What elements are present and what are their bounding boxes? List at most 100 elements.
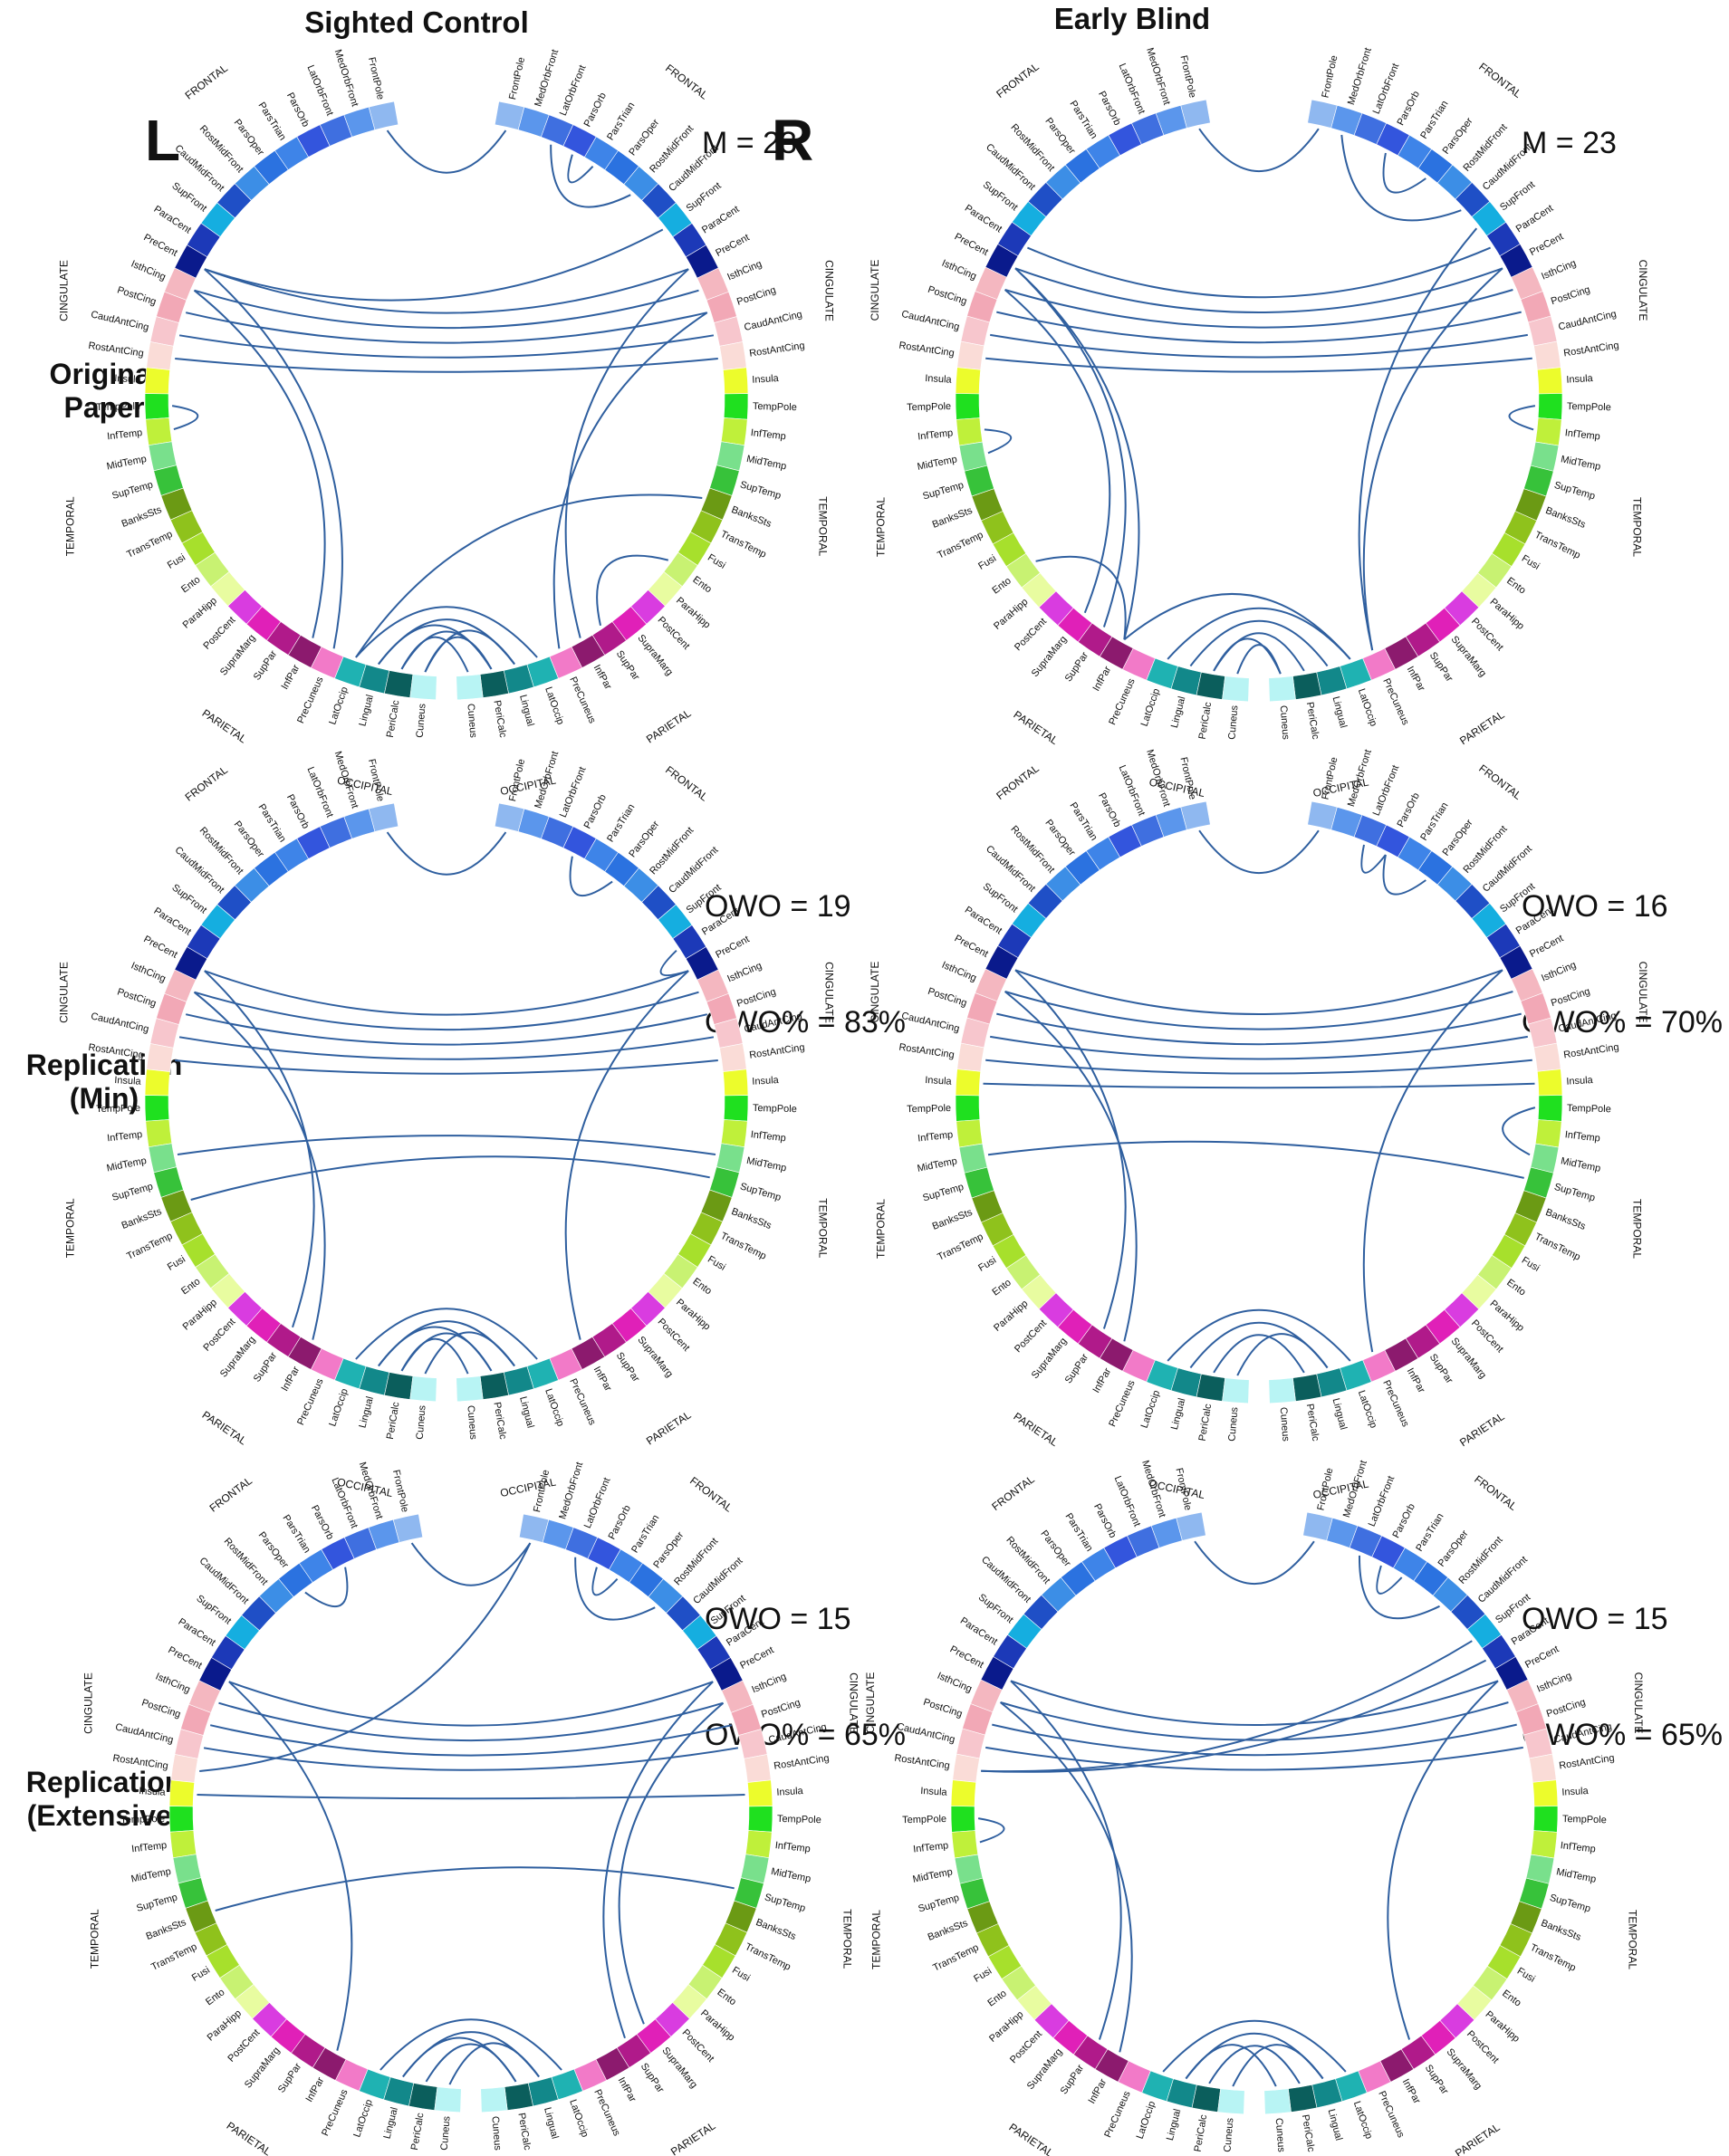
region-label: PreCuneus	[591, 2088, 622, 2139]
region-label: IsthCing	[130, 960, 168, 984]
region-label: Lingual	[1165, 2108, 1183, 2142]
region-label: MidTemp	[1560, 1155, 1601, 1174]
lobe-label-parietal: PARIETAL	[200, 1408, 250, 1447]
lobe-label-parietal: PARIETAL	[1457, 708, 1507, 747]
connection-edge	[1123, 592, 1351, 660]
ring-segment-ento	[219, 1964, 255, 2000]
ring-segment-fusi	[992, 1234, 1027, 1270]
region-label: PostCing	[116, 986, 158, 1009]
connection-edge	[402, 2036, 517, 2083]
region-label: SupraMarg	[1025, 2046, 1065, 2092]
region-label: InfPar	[1091, 1366, 1114, 1395]
region-label: PeriCalc	[1197, 1403, 1215, 1442]
region-label: MedOrbFront	[533, 48, 561, 108]
region-label: Lingual	[517, 1395, 535, 1429]
ring-segment-temppole	[723, 1095, 749, 1122]
ring-segment-rostmidfront	[1045, 866, 1081, 902]
region-label: CaudAntCing	[900, 1011, 960, 1035]
connection-edge	[171, 405, 199, 431]
connection-edge	[355, 1308, 538, 1360]
connection-edge	[185, 1013, 708, 1046]
region-label: Cuneus	[415, 703, 428, 738]
ring-segment-temppole	[144, 1095, 170, 1122]
region-label: Fusi	[166, 1254, 187, 1273]
ring-segment-caudantcing	[174, 1729, 204, 1759]
region-label: Ento	[204, 1987, 226, 2007]
region-label: PreCuneus	[567, 1377, 598, 1428]
ring-segment-infpar	[1099, 1337, 1134, 1372]
region-label: Fusi	[1520, 553, 1542, 572]
connection-edge	[1167, 607, 1351, 660]
region-label: SupFront	[685, 882, 724, 915]
ring-segment-temppole	[950, 1806, 976, 1833]
region-label: Cuneus	[1222, 2117, 1235, 2152]
connection-edge	[199, 1542, 532, 1772]
ring-segment-midtemp	[148, 441, 178, 472]
region-label: TransTemp	[1528, 1942, 1577, 1974]
region-label: SupTemp	[1549, 1892, 1592, 1915]
ring-segment-bankssts	[185, 1900, 217, 1933]
ring-segment-insula	[1532, 1779, 1559, 1807]
ring-segment-latoccip	[359, 2068, 391, 2101]
ring-segment-transtemp	[169, 510, 204, 544]
ring-segment-parstrian	[274, 136, 310, 171]
ring-segment-pericalc	[1292, 672, 1322, 700]
region-label: ParsOrb	[1096, 791, 1122, 829]
connection-edge	[178, 1036, 715, 1060]
region-label: PeriCalc	[491, 1402, 508, 1441]
ring-segment-caudantcing	[149, 1018, 179, 1049]
region-label: CaudAntCing	[114, 1721, 174, 1746]
ring-segment-pericalc	[1196, 1374, 1225, 1402]
connection-edge	[981, 1659, 1487, 1773]
connection-edge	[175, 358, 718, 373]
region-label: ParsOrb	[1395, 791, 1421, 829]
ring-segment-postcent	[227, 589, 263, 625]
region-label: BanksSts	[931, 505, 975, 531]
connection-edge	[1014, 267, 1140, 640]
connection-edge	[204, 228, 664, 302]
connection-edge	[190, 1155, 710, 1201]
region-label: SupFront	[1498, 881, 1537, 915]
region-label: Insula	[114, 1075, 142, 1088]
region-label: Lingual	[1326, 2108, 1344, 2142]
lobe-label-cingulate: CINGULATE	[822, 962, 835, 1023]
connection-edge	[1162, 2019, 1347, 2073]
region-label: TransTemp	[1532, 530, 1581, 561]
connection-edge	[1198, 128, 1320, 172]
region-label: RostAntCing	[898, 340, 956, 359]
region-label: MedOrbFront	[1346, 748, 1374, 808]
region-label: IsthCing	[130, 258, 168, 283]
ring-segment-frontpole	[368, 802, 399, 832]
ring-segment-postcing	[156, 291, 187, 323]
region-label: ParsOper	[232, 118, 266, 158]
ring-segment-paracent	[997, 923, 1032, 959]
region-label: Fusi	[166, 552, 187, 571]
region-label: PostCent	[680, 2027, 716, 2065]
ring-segment-parahipp	[235, 1984, 270, 2019]
connection-edge	[591, 1567, 619, 1596]
connection-edge	[1362, 267, 1503, 651]
connection-edge	[1014, 267, 1503, 313]
stat-line: M = 23	[702, 126, 797, 160]
region-label: ParsOper	[256, 1530, 291, 1571]
region-label: LatOrbFront	[1371, 763, 1402, 817]
region-label: PreCent	[948, 1643, 985, 1671]
connection-edge	[193, 991, 326, 1340]
region-label: SupraMarg	[1449, 1336, 1489, 1381]
region-label: Insula	[1566, 1075, 1594, 1088]
region-label: InfPar	[280, 663, 303, 692]
lobe-label-frontal: FRONTAL	[183, 62, 231, 102]
region-label: CaudAntCing	[90, 1011, 149, 1035]
region-label: BanksSts	[927, 1918, 970, 1943]
ring-segment-precent	[198, 1657, 233, 1691]
region-label: PostCing	[735, 284, 777, 307]
connection-edge	[204, 970, 689, 1016]
region-label: ParsTrian	[605, 802, 637, 844]
ring-segment-parsorb	[1103, 1535, 1138, 1569]
region-label: ParaHipp	[992, 1298, 1030, 1334]
region-label: PostCent	[1013, 616, 1049, 653]
region-label: PostCing	[760, 1697, 802, 1720]
region-label: LatOccip	[1139, 1389, 1163, 1430]
ring-segment-temppole	[168, 1806, 195, 1833]
connection-edge	[400, 636, 469, 673]
